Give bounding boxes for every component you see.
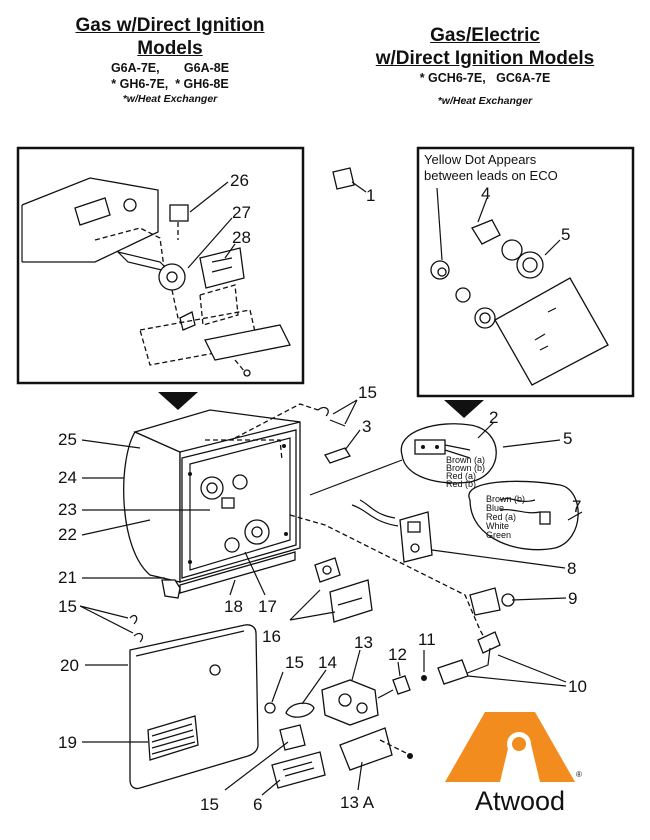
down-arrow-left — [158, 392, 198, 410]
bracket-part-13a: 13 A — [339, 727, 413, 812]
label-25: 25 — [58, 430, 77, 449]
wire-7-red-a: Red (a) — [486, 512, 516, 522]
wire-2-brown-b: Brown (b) — [446, 463, 485, 473]
label-18: 18 — [224, 597, 243, 616]
label-14: 14 — [318, 653, 337, 672]
label-28: 28 — [232, 228, 251, 247]
label-21: 21 — [58, 568, 77, 587]
label-24: 24 — [58, 468, 77, 487]
right-models-line1: * GCH6-7E, GC6A-7E — [419, 71, 551, 85]
label-23: 23 — [58, 500, 77, 519]
label-26: 26 — [230, 171, 249, 190]
label-16: 16 — [262, 627, 281, 646]
label-13a: 13 A — [340, 793, 375, 812]
access-door-part-20: 20 19 — [58, 624, 259, 790]
label-7: 7 — [572, 497, 581, 516]
gas-line-dash — [289, 514, 491, 649]
left-title-line1: Gas w/Direct Ignition — [75, 15, 265, 36]
wire-2-red-a: Red (a) — [446, 471, 476, 481]
reset-switch-part-1: 1 — [332, 167, 375, 205]
right-heat-exchanger-note: *w/Heat Exchanger — [437, 95, 533, 107]
wire-2-red-b: Red (b) — [446, 479, 476, 489]
gas-electric-header: Gas/Electric w/Direct Ignition Models * … — [335, 24, 635, 108]
right-title-line1: Gas/Electric — [430, 25, 540, 46]
wire-7-white: White — [486, 521, 509, 531]
clip-part-15-top — [317, 399, 358, 427]
wire-7-green: Green — [486, 530, 511, 540]
water-heater-tank — [123, 409, 301, 594]
left-heat-exchanger-note: *w/Heat Exchanger — [122, 93, 218, 105]
clips-part-15-left: 15 — [58, 597, 144, 643]
label-8: 8 — [567, 559, 576, 578]
label-15-top: 15 — [358, 383, 377, 402]
label-15-left: 15 — [58, 597, 77, 616]
label-13: 13 — [354, 633, 373, 652]
eco-note-line2: between leads on ECO — [424, 168, 558, 183]
part-9: 9 — [469, 587, 577, 616]
label-1: 1 — [366, 186, 375, 205]
eco-note-line1: Yellow Dot Appears — [424, 152, 537, 167]
gas-valve-part-13: 13 — [321, 633, 394, 726]
label-11: 11 — [418, 630, 436, 649]
label-9: 9 — [568, 589, 577, 608]
label-4: 4 — [481, 184, 490, 203]
gas-direct-ignition-header: Gas w/Direct Ignition Models G6A-7E, G6A… — [40, 14, 300, 106]
wire-2-brown-a: Brown (a) — [446, 455, 485, 465]
label-3: 3 — [362, 417, 371, 436]
label-15-bottom: 15 — [200, 795, 219, 814]
label-5-top: 5 — [561, 225, 570, 244]
wire-7-blue: Blue — [486, 503, 504, 513]
control-board-part-8: 8 — [351, 499, 576, 578]
label-6: 6 — [253, 795, 262, 814]
right-title-line2: w/Direct Ignition Models — [375, 48, 595, 69]
part-14: 14 — [285, 653, 337, 718]
tubing-part-10: 10 — [437, 631, 587, 696]
leader-dash-15 — [234, 403, 319, 439]
eco-inset: Yellow Dot Appears between leads on ECO … — [416, 146, 635, 398]
down-arrow-right — [444, 400, 484, 418]
registered-mark: ® — [576, 770, 582, 779]
heating-element-inset: 26 27 28 — [16, 146, 305, 385]
part-3 — [324, 429, 361, 464]
label-17: 17 — [258, 597, 277, 616]
label-2: 2 — [489, 408, 498, 427]
left-models-line2: * GH6-7E, * GH6-8E — [111, 77, 229, 91]
wire-harness-line — [309, 459, 403, 496]
bracket-part-21 — [161, 579, 181, 599]
label-20: 20 — [60, 656, 79, 675]
wire-7-brown-b: Brown (b) — [486, 494, 525, 504]
label-10: 10 — [568, 677, 587, 696]
eco-part-2: Brown (a) Brown (b) Red (a) Red (b) 2 — [400, 408, 498, 489]
label-19: 19 — [58, 733, 77, 752]
label-22: 22 — [58, 525, 77, 544]
fittings-11-12: 11 12 — [388, 630, 436, 695]
left-models-line1: G6A-7E, G6A-8E — [110, 61, 230, 75]
label-15-mid: 15 — [285, 653, 304, 672]
label-27: 27 — [232, 203, 251, 222]
part-16: 16 — [262, 557, 373, 646]
label-5: 5 — [563, 429, 572, 448]
atwood-logo: ® — [445, 712, 582, 782]
label-12: 12 — [388, 645, 407, 664]
left-title-line2: Models — [137, 38, 203, 59]
wire-harness-part-7: Brown (b) Blue Red (a) White Green 7 — [468, 480, 583, 551]
part-15-mid: 15 — [264, 653, 304, 714]
atwood-wordmark: Atwood — [474, 786, 566, 816]
labels-part-6: 6 15 — [200, 724, 326, 814]
